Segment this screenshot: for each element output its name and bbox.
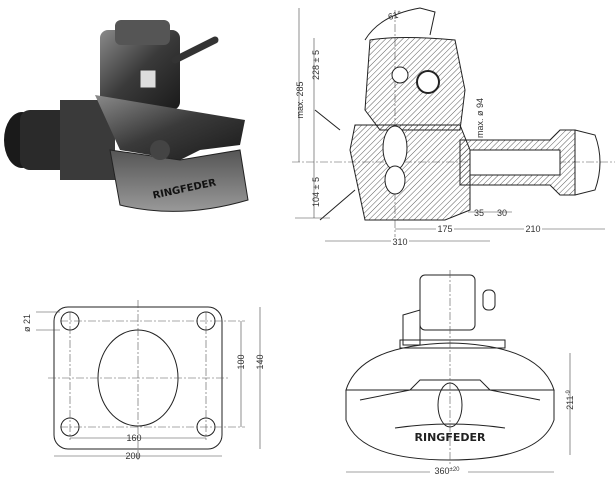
dim-175-mask bbox=[436, 225, 454, 234]
dim-210-mask bbox=[524, 225, 542, 234]
dim-175: 175 bbox=[437, 224, 452, 234]
dim-200: 200 bbox=[125, 451, 140, 461]
dim-30: 30 bbox=[497, 208, 507, 218]
section-view: max. 285 228 ± 5 104 ± 5 max. ø 94 61° 1… bbox=[292, 7, 615, 247]
dim-hole-diameter: ø 21 bbox=[22, 314, 32, 332]
front-view: RINGFEDER 211-9 360±20 bbox=[345, 270, 575, 476]
product-render: RINGFEDER bbox=[4, 20, 249, 212]
flange-view: ø 21 160 200 100 140 bbox=[22, 300, 265, 461]
dim-height-lower: 104 ± 5 bbox=[311, 177, 321, 207]
dim-310: 310 bbox=[392, 237, 407, 247]
dim-35: 35 bbox=[474, 208, 484, 218]
dim-front-width: 360±20 bbox=[435, 466, 461, 476]
dim-310-mask bbox=[391, 237, 409, 246]
dim-front-height: 211-9 bbox=[565, 389, 575, 409]
front-brand-label: RINGFEDER bbox=[415, 431, 486, 444]
dim-max-diameter: max. ø 94 bbox=[475, 98, 485, 138]
dim-160: 160 bbox=[126, 433, 141, 443]
dim-140: 140 bbox=[255, 354, 265, 369]
dim-210: 210 bbox=[525, 224, 540, 234]
dim-max-height: max. 285 bbox=[295, 81, 305, 118]
dim-height-upper: 228 ± 5 bbox=[311, 50, 321, 80]
dim-angle: 61° bbox=[387, 9, 403, 22]
dim-100: 100 bbox=[236, 354, 246, 369]
